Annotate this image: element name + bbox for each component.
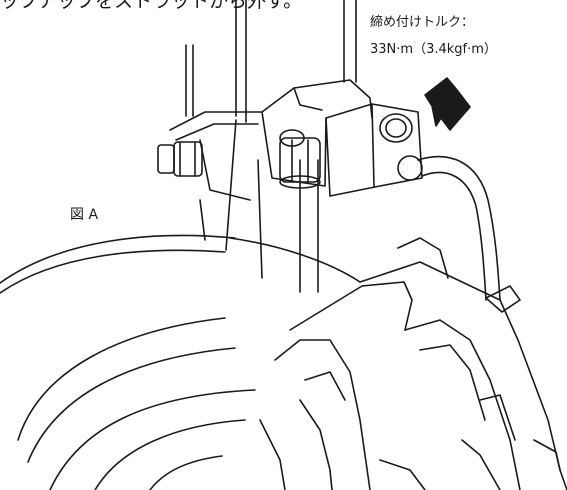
instruction-heading: ップアップをストラットから外す。: [0, 0, 303, 12]
center-bolt: [279, 129, 321, 189]
torque-value: 33N·m（3.4kgf·m）: [370, 42, 497, 57]
brake-rotor: [0, 234, 361, 490]
torque-spec: 締め付けトルク： 33N·m（3.4kgf·m）: [370, 9, 497, 63]
strut-body: [185, 0, 357, 293]
hose-bracket: [325, 103, 423, 197]
pointer-arrow-icon: [424, 77, 471, 131]
brake-hose: [417, 155, 521, 313]
brake-caliper: [259, 237, 567, 490]
strut-bracket: [169, 79, 373, 201]
figure-label: 図 A: [70, 207, 99, 223]
torque-label: 締め付けトルク：: [370, 15, 475, 30]
left-bolt: [157, 141, 203, 177]
